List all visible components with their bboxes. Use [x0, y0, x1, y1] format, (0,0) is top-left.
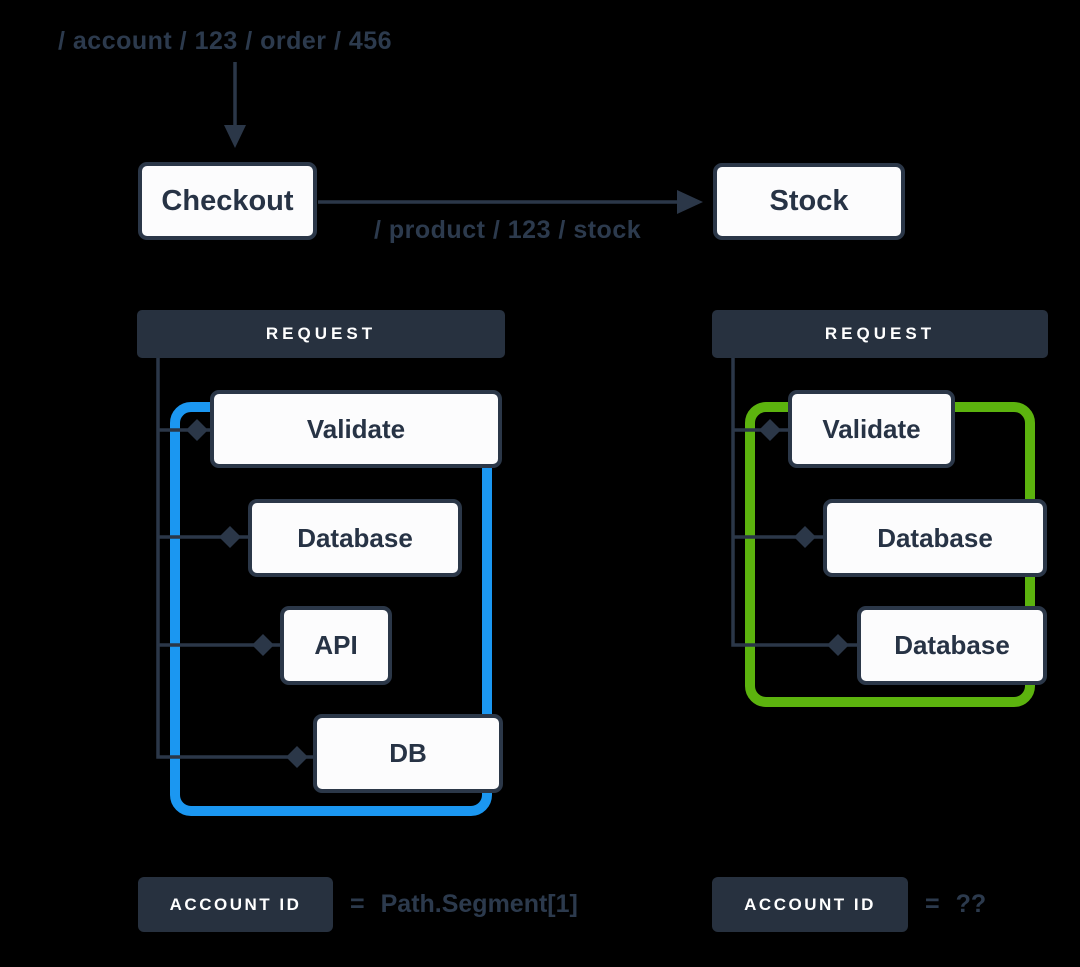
diamond-connector-icon — [827, 634, 849, 656]
span-label: Database — [297, 522, 413, 553]
stock-service-box: Stock — [713, 163, 905, 240]
span-label: DB — [389, 738, 427, 768]
span-label: Database — [894, 630, 1010, 660]
right-request-header: REQUEST — [712, 310, 1048, 358]
outgoing-path-label: / product / 123 / stock — [374, 216, 642, 244]
left-tree-trunk — [156, 358, 313, 759]
checkout-service-label: Checkout — [161, 184, 294, 217]
incoming-arrow-head — [224, 125, 246, 148]
checkout-to-stock-arrow-head — [677, 190, 703, 214]
left-account-id-value: Path.Segment[1] — [380, 890, 578, 918]
left-span-database: Database — [248, 499, 462, 577]
right-span-database-1: Database — [823, 499, 1047, 577]
diamond-connector-icon — [252, 634, 274, 656]
diamond-connector-icon — [794, 526, 816, 548]
left-span-api: API — [280, 606, 392, 685]
left-request-header: REQUEST — [137, 310, 505, 358]
checkout-service-box: Checkout — [138, 162, 317, 240]
stock-service-label: Stock — [769, 185, 849, 217]
diamond-connector-icon — [186, 419, 208, 441]
right-span-database-2: Database — [857, 606, 1047, 685]
right-account-id-value: ?? — [955, 890, 987, 918]
diamond-connector-icon — [219, 526, 241, 548]
diamond-connector-icon — [759, 419, 781, 441]
span-label: Database — [877, 522, 993, 553]
incoming-path-label: / account / 123 / order / 456 — [58, 27, 393, 55]
left-span-validate: Validate — [210, 390, 502, 468]
left-account-id-badge: ACCOUNT ID — [138, 877, 333, 932]
left-account-id-assignment: = Path.Segment[1] — [350, 877, 578, 932]
right-account-id-assignment: = ?? — [925, 877, 986, 932]
span-label: Validate — [306, 413, 406, 444]
equals-sign: = — [925, 890, 940, 918]
span-label: API — [314, 630, 358, 660]
diamond-connector-icon — [286, 746, 308, 768]
left-span-db: DB — [313, 714, 503, 793]
right-span-validate: Validate — [788, 390, 955, 468]
right-tree-trunk — [731, 358, 857, 647]
span-label: Validate — [822, 413, 921, 444]
right-account-id-badge: ACCOUNT ID — [712, 877, 908, 932]
equals-sign: = — [350, 890, 365, 918]
